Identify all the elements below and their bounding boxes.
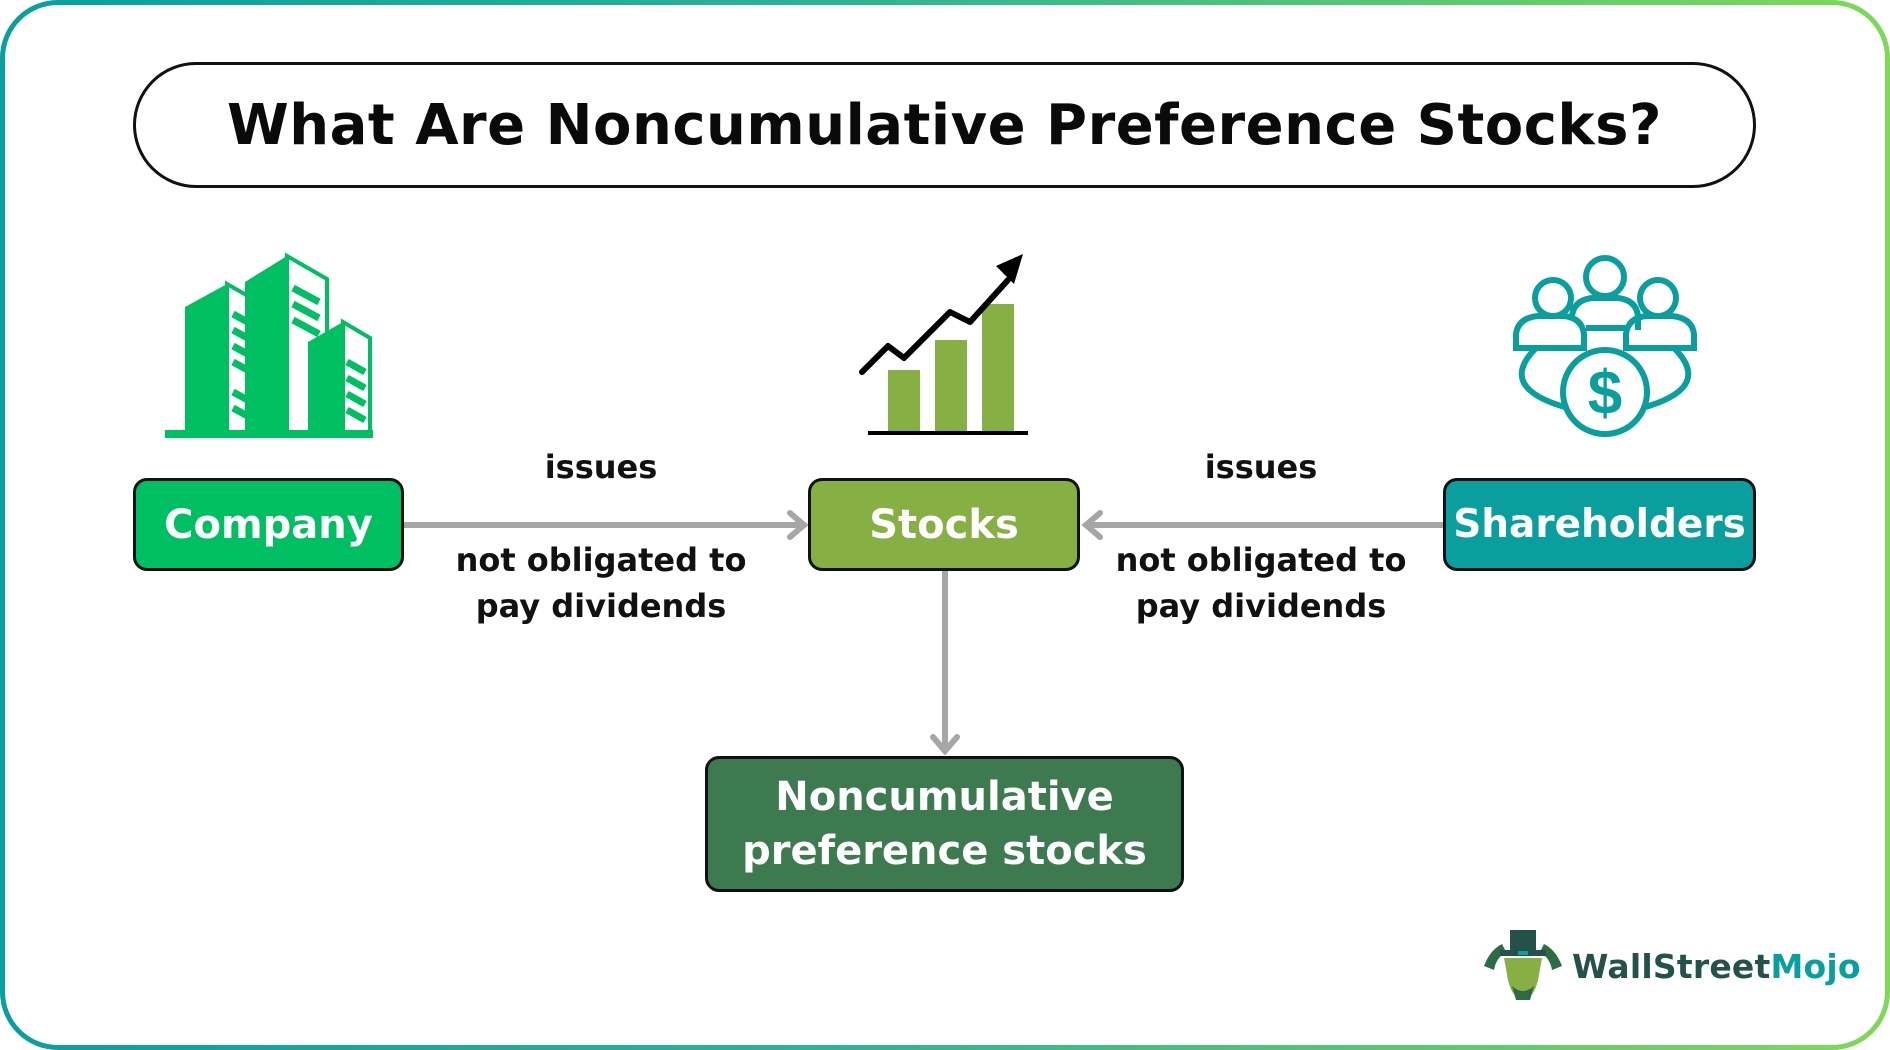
shareholders-label: Shareholders <box>1453 502 1746 547</box>
title-banner: What Are Noncumulative Preference Stocks… <box>133 62 1756 188</box>
edge-note-left-line1: not obligated to <box>455 541 747 579</box>
rising-bar-chart-icon <box>859 254 1028 435</box>
result-node: Noncumulative preference stocks <box>705 756 1184 892</box>
connector-shareholders-stocks <box>1086 522 1443 528</box>
edge-note-right: not obligated to pay dividends <box>1101 537 1421 629</box>
stocks-label: Stocks <box>869 501 1019 548</box>
result-label-line2: preference stocks <box>742 828 1147 874</box>
brand-name-part2: Mojo <box>1770 946 1861 986</box>
edge-note-right-line1: not obligated to <box>1115 541 1407 579</box>
connector-stocks-result <box>942 571 948 751</box>
edge-note-left-line2: pay dividends <box>475 587 727 625</box>
brand-name-part1: WallStreet <box>1572 946 1771 986</box>
edge-note-right-line2: pay dividends <box>1135 587 1387 625</box>
bull-mascot-icon <box>1484 930 1562 1000</box>
company-label: Company <box>164 501 373 548</box>
edge-label-issues-left: issues <box>544 448 658 486</box>
shareholders-node: Shareholders <box>1443 478 1756 571</box>
edge-note-left: not obligated to pay dividends <box>441 537 761 629</box>
company-node: Company <box>133 478 404 571</box>
svg-text:$: $ <box>1588 359 1622 428</box>
result-label-line1: Noncumulative <box>775 774 1114 820</box>
edge-label-issues-right: issues <box>1204 448 1318 486</box>
arrowhead-left-icon <box>1082 510 1103 540</box>
connector-company-stocks <box>404 522 802 528</box>
office-buildings-icon <box>165 252 373 438</box>
arrowhead-down-icon <box>930 734 960 755</box>
stocks-node: Stocks <box>808 478 1080 571</box>
shareholders-dollar-icon: $ <box>1513 255 1697 437</box>
page-title: What Are Noncumulative Preference Stocks… <box>227 92 1662 158</box>
arrowhead-right-icon <box>787 510 808 540</box>
